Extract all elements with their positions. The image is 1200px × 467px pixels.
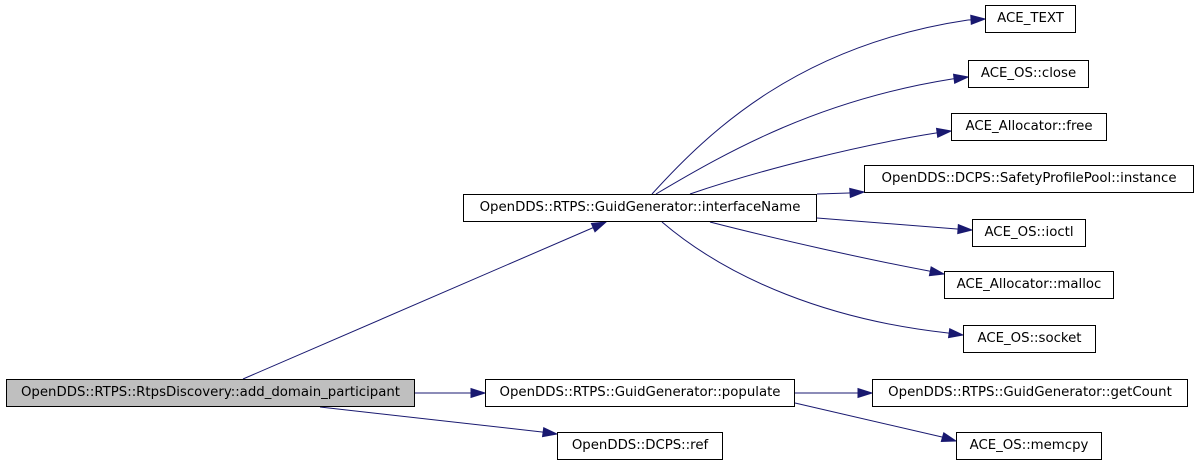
node-os-ioctl[interactable]: ACE_OS::ioctl bbox=[972, 219, 1086, 247]
arrowhead bbox=[849, 187, 866, 199]
node-populate[interactable]: OpenDDS::RTPS::GuidGenerator::populate bbox=[485, 379, 795, 407]
arrowhead bbox=[940, 432, 958, 443]
arrowhead bbox=[541, 426, 559, 438]
node-interface-name[interactable]: OpenDDS::RTPS::GuidGenerator::interfaceN… bbox=[463, 194, 817, 222]
node-os-close[interactable]: ACE_OS::close bbox=[968, 60, 1089, 88]
edge-root-to-populate bbox=[415, 387, 487, 399]
node-alloc-malloc[interactable]: ACE_Allocator::malloc bbox=[944, 271, 1114, 299]
edge-interface-name-to-os-ioctl bbox=[816, 217, 974, 235]
arrowhead bbox=[857, 387, 874, 399]
arrowhead bbox=[928, 266, 946, 277]
edge-interface-name-to-os-socket bbox=[661, 221, 965, 339]
edge-interface-name-to-pool-instance bbox=[816, 187, 866, 199]
node-get-count[interactable]: OpenDDS::RTPS::GuidGenerator::getCount bbox=[872, 379, 1188, 407]
arrowhead bbox=[952, 73, 970, 84]
arrowhead bbox=[470, 387, 487, 399]
edge-root-to-interface-name bbox=[242, 221, 608, 380]
node-ref[interactable]: OpenDDS::DCPS::ref bbox=[557, 432, 723, 460]
node-pool-instance[interactable]: OpenDDS::DCPS::SafetyProfilePool::instan… bbox=[864, 165, 1194, 193]
node-root: OpenDDS::RTPS::RtpsDiscovery::add_domain… bbox=[6, 379, 415, 407]
edge-root-to-ref bbox=[319, 406, 559, 438]
node-ace-text[interactable]: ACE_TEXT bbox=[985, 5, 1076, 33]
arrowhead bbox=[970, 14, 987, 26]
node-os-socket[interactable]: ACE_OS::socket bbox=[963, 325, 1096, 353]
arrowhead bbox=[947, 327, 965, 339]
edge-interface-name-to-os-close bbox=[655, 73, 970, 195]
edge-populate-to-os-memcpy bbox=[794, 402, 958, 443]
edge-populate-to-get-count bbox=[795, 387, 874, 399]
node-os-memcpy[interactable]: ACE_OS::memcpy bbox=[956, 432, 1102, 460]
node-alloc-free[interactable]: ACE_Allocator::free bbox=[951, 113, 1107, 141]
edge-interface-name-to-ace-text bbox=[651, 14, 987, 195]
arrowhead bbox=[957, 223, 974, 235]
edge-interface-name-to-alloc-free bbox=[689, 127, 953, 195]
arrowhead bbox=[590, 221, 608, 233]
arrowhead bbox=[935, 127, 953, 139]
edge-interface-name-to-alloc-malloc bbox=[709, 221, 946, 277]
